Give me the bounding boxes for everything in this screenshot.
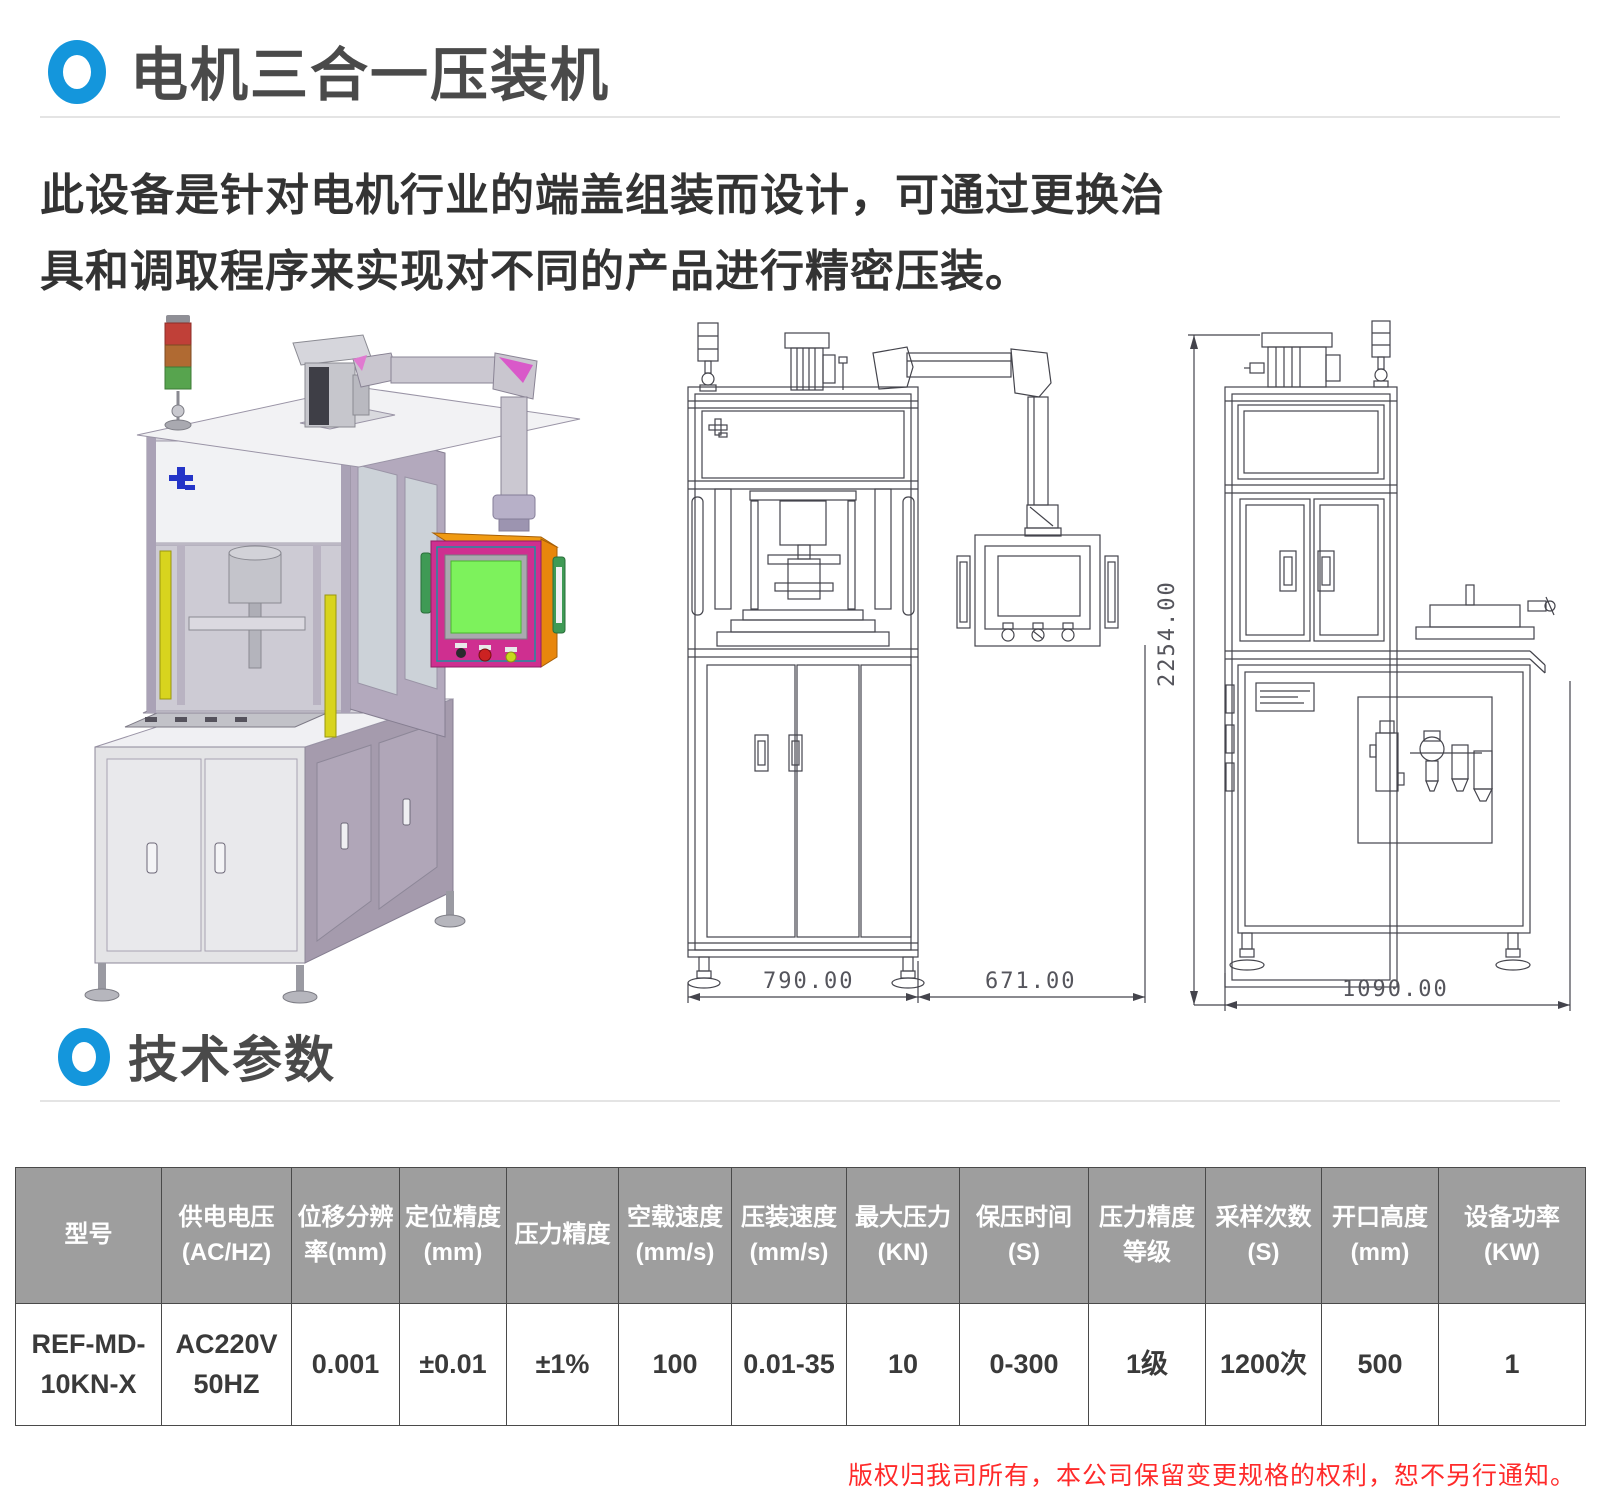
hmi-button-green <box>505 651 517 663</box>
motor-outline <box>784 332 848 391</box>
swing-arm-outline <box>872 346 1062 537</box>
spec-col-header: 开口高度 (mm) <box>1321 1167 1439 1304</box>
front-width-dimension: 790.00 <box>763 969 854 994</box>
hmi-screen <box>450 560 522 634</box>
signal-tower-outline <box>697 322 719 392</box>
spec-cell: 1级 <box>1088 1303 1206 1426</box>
side-height-dimension: 2254.00 <box>1155 580 1180 687</box>
spec-cell: 1 <box>1438 1303 1586 1426</box>
spec-cell: 1200次 <box>1205 1303 1322 1426</box>
page-title: 电机三合一压装机 <box>130 43 611 108</box>
spec-col-header: 型号 <box>15 1167 162 1304</box>
spec-cell: 0-300 <box>959 1303 1089 1426</box>
side-dimension-lines <box>1188 334 1571 1011</box>
spec-cell: 10 <box>846 1303 960 1426</box>
spec-col-header: 压装速度 (mm/s) <box>731 1167 847 1304</box>
spec-cell: ±0.01 <box>399 1303 507 1426</box>
hmi-button-black <box>456 648 466 658</box>
side-feet-outline <box>1229 932 1531 971</box>
side-width-dimension: 1090.00 <box>1342 977 1449 1002</box>
spec-col-header: 保压时间 (S) <box>959 1167 1089 1304</box>
dimension-lines <box>687 645 1146 1003</box>
section-bullet-icon <box>48 40 106 104</box>
spec-table: 型号 供电电压 (AC/HZ) 位移分辨 率(mm) 定位精度 (mm) 压力精… <box>15 1167 1586 1426</box>
spec-col-header: 压力精度 <box>506 1167 619 1304</box>
cabinet-doors-outline <box>688 664 918 951</box>
machine-front-view-drawing: 790.00 671.00 <box>687 322 1146 1003</box>
press-head-outline <box>691 488 915 616</box>
light-curtain-left <box>159 550 172 700</box>
spec-col-header: 供电电压 (AC/HZ) <box>161 1167 292 1304</box>
machine-3d-render <box>84 315 581 1004</box>
description-line-2: 具和调取程序来实现对不同的产品进行精密压装。 <box>40 247 1030 296</box>
side-bench-outline <box>1225 584 1556 934</box>
spec-col-header: 位移分辨 率(mm) <box>291 1167 400 1304</box>
spec-col-header: 空载速度 (mm/s) <box>618 1167 732 1304</box>
description-line-1: 此设备是针对电机行业的端盖组装而设计，可通过更换治 <box>40 171 1165 220</box>
light-curtain-right <box>324 594 337 738</box>
spec-header-row: 型号 供电电压 (AC/HZ) 位移分辨 率(mm) 定位精度 (mm) 压力精… <box>15 1167 1586 1304</box>
servo-motor <box>292 334 372 428</box>
leveling-feet <box>84 891 466 1004</box>
base-cabinet <box>84 698 466 1004</box>
specs-section-title: 技术参数 <box>128 1032 336 1088</box>
frame-outline <box>687 386 919 958</box>
spec-cell: ±1% <box>506 1303 619 1426</box>
brand-logo <box>169 467 195 490</box>
press-tower <box>136 386 581 738</box>
side-top-motors <box>1244 320 1391 388</box>
title-divider <box>40 116 1560 118</box>
specs-divider <box>40 1100 1560 1102</box>
section-bullet-icon <box>58 1028 110 1086</box>
copyright-note: 版权归我司所有，本公司保留变更规格的权利，恕不另行通知。 <box>847 1462 1576 1490</box>
hmi-panel <box>420 532 566 668</box>
spec-col-header: 设备功率 (KW) <box>1438 1167 1586 1304</box>
work-table-outline <box>688 609 918 658</box>
swing-arm <box>352 352 538 532</box>
side-cabinet-outline <box>1224 386 1398 988</box>
spec-cell: 0.01-35 <box>731 1303 847 1426</box>
signal-tower-light <box>164 315 192 431</box>
spec-col-header: 最大压力 (KN) <box>846 1167 960 1304</box>
product-description: 此设备是针对电机行业的端盖组装而设计，可通过更换治 具和调取程序来实现对不同的产… <box>40 158 1165 310</box>
pneumatic-unit-box <box>1357 696 1493 844</box>
spec-cell: REF-MD- 10KN-X <box>15 1303 162 1426</box>
spec-col-header: 采样次数 (S) <box>1205 1167 1322 1304</box>
logo-mark-outline <box>708 418 728 438</box>
hmi-panel-outline <box>956 534 1119 647</box>
machine-side-view-drawing: 2254.00 1090.00 <box>1155 320 1571 1011</box>
spec-cell: 100 <box>618 1303 732 1426</box>
spec-value-row: REF-MD- 10KN-X AC220V 50HZ 0.001 ±0.01 ±… <box>15 1303 1586 1426</box>
hmi-button-emergency <box>478 648 492 662</box>
spec-cell: 0.001 <box>291 1303 400 1426</box>
front-offset-dimension: 671.00 <box>985 969 1076 994</box>
spec-col-header: 压力精度 等级 <box>1088 1167 1206 1304</box>
press-cylinder <box>188 545 306 669</box>
spec-cell: 500 <box>1321 1303 1439 1426</box>
spec-col-header: 定位精度 (mm) <box>399 1167 507 1304</box>
spec-cell: AC220V 50HZ <box>161 1303 292 1426</box>
